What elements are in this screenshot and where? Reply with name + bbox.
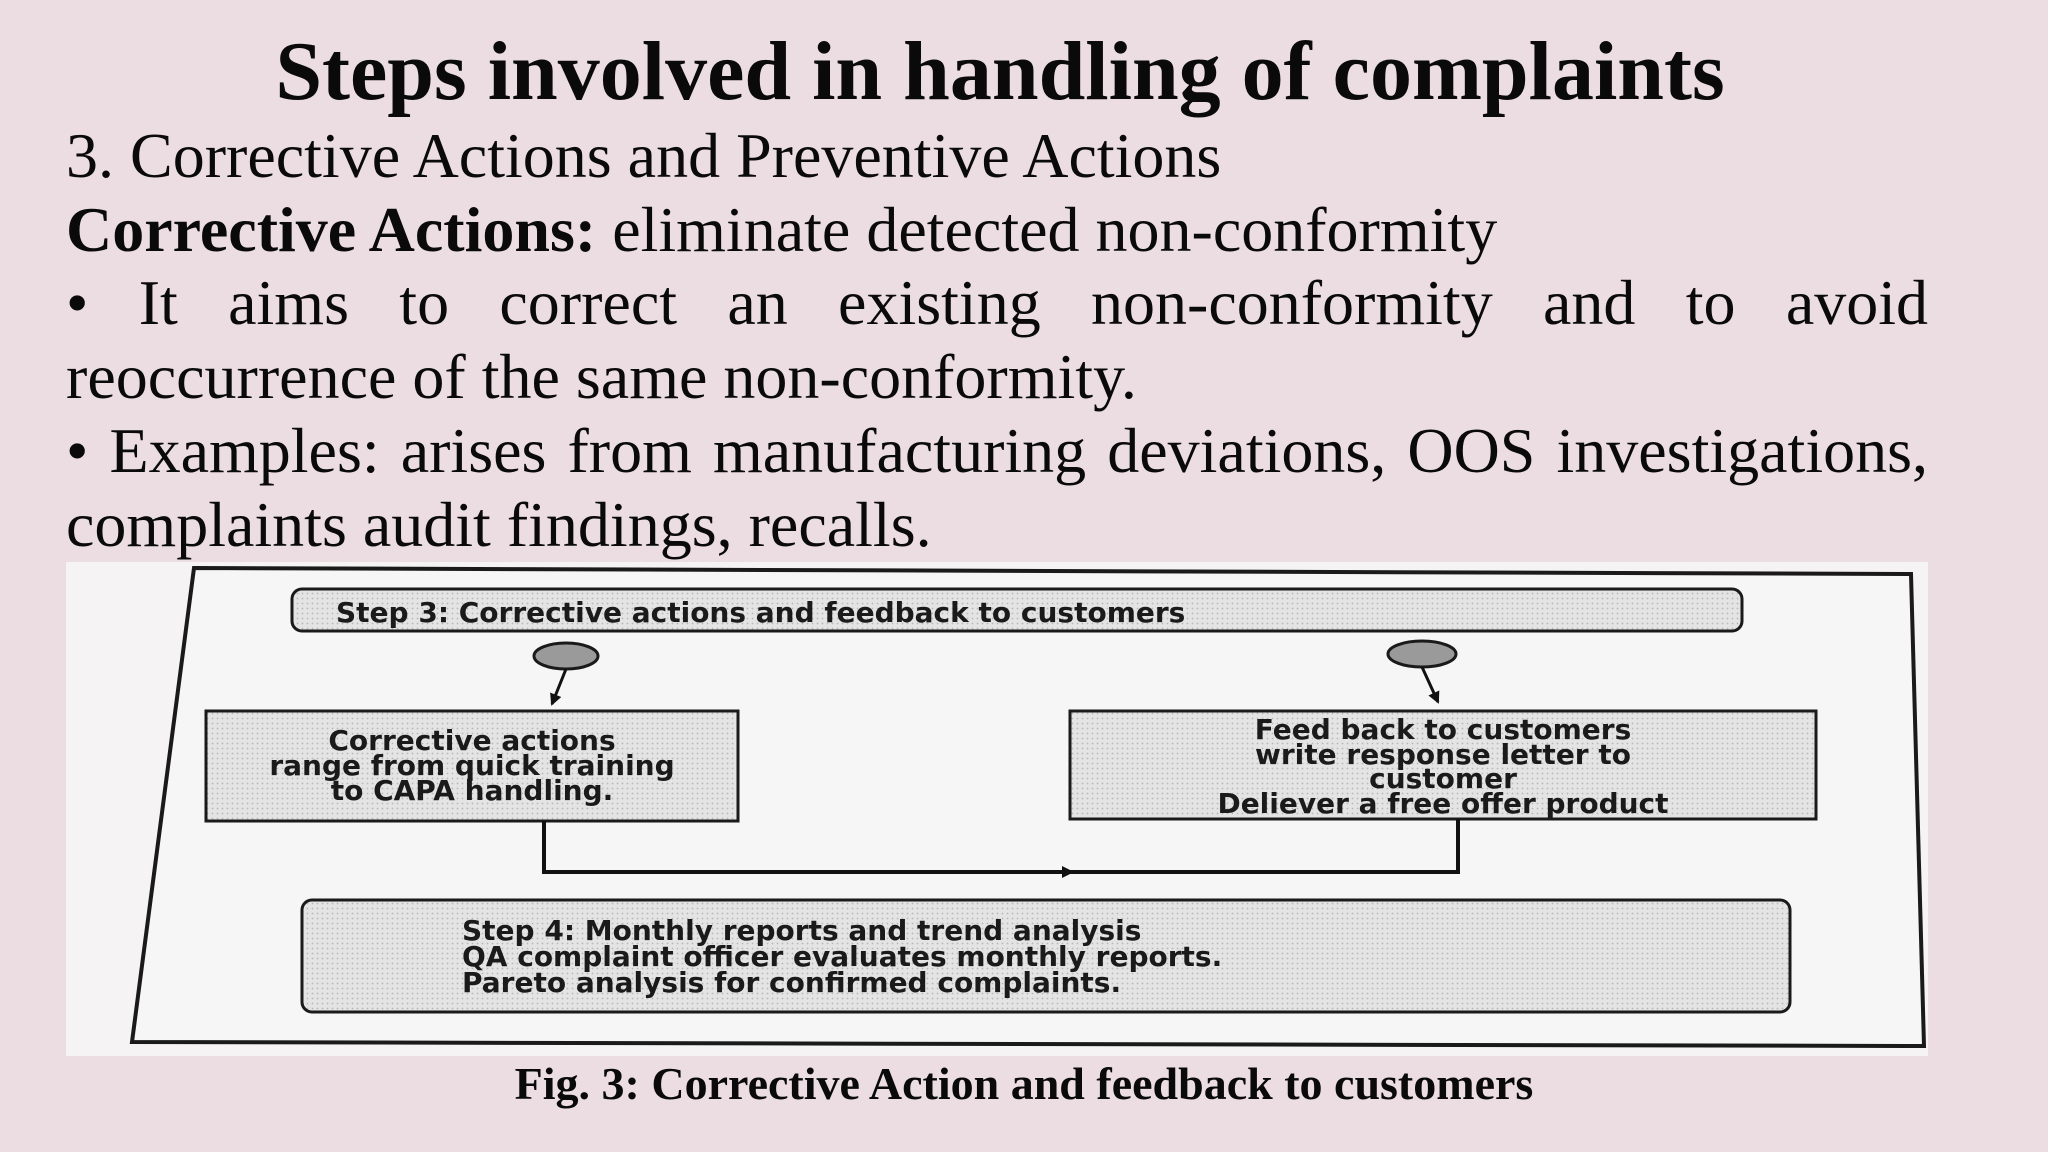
step4-line-3: Pareto analysis for confirmed complaints… bbox=[462, 966, 1121, 999]
corrective-box-line-3: to CAPA handling. bbox=[331, 774, 614, 807]
step3-label: Step 3: Corrective actions and feedback … bbox=[336, 596, 1185, 629]
right-node-marker bbox=[1386, 639, 1458, 669]
bullet-aim: • It aims to correct an existing non-con… bbox=[66, 267, 1928, 412]
corrective-box-line-2: range from quick training bbox=[269, 749, 674, 782]
feedback-box: Feed back to customers write response le… bbox=[1068, 709, 1818, 821]
step4-line-1: Step 4: Monthly reports and trend analys… bbox=[462, 914, 1141, 947]
section-heading: 3. Corrective Actions and Preventive Act… bbox=[66, 120, 1222, 191]
corrective-box-line-1: Corrective actions bbox=[328, 724, 615, 757]
slide-title: Steps involved in handling of complaints bbox=[275, 25, 1725, 118]
corrective-actions-box: Corrective actions range from quick trai… bbox=[204, 709, 740, 823]
figure-caption: Fig. 3: Corrective Action and feedback t… bbox=[514, 1058, 1534, 1109]
feedback-box-line-4: Deliever a free offer product bbox=[1217, 787, 1668, 820]
corrective-actions-text: eliminate detected non-conformity bbox=[596, 194, 1498, 265]
corrective-actions-label: Corrective Actions: bbox=[66, 194, 597, 265]
step4-line-2: QA complaint officer evaluates monthly r… bbox=[462, 940, 1222, 973]
bullet-examples: • Examples: arises from manufacturing de… bbox=[66, 415, 1928, 560]
step4-box: Step 4: Monthly reports and trend analys… bbox=[300, 898, 1792, 1014]
step3-banner: Step 3: Corrective actions and feedback … bbox=[290, 587, 1744, 633]
left-node-marker bbox=[532, 641, 600, 671]
left-connector-arrow bbox=[550, 668, 568, 706]
feedback-box-line-1: Feed back to customers bbox=[1255, 713, 1632, 746]
feedback-box-line-3: customer bbox=[1369, 762, 1517, 795]
right-connector-arrow bbox=[1420, 666, 1440, 704]
feedback-box-line-2: write response letter to bbox=[1255, 738, 1631, 771]
corrective-actions-definition: Corrective Actions: eliminate detected n… bbox=[66, 192, 1497, 268]
flow-diagram: Step 3: Corrective actions and feedback … bbox=[129, 565, 1927, 1049]
flow-diagram-figure: Step 3: Corrective actions and feedback … bbox=[66, 562, 1928, 1056]
